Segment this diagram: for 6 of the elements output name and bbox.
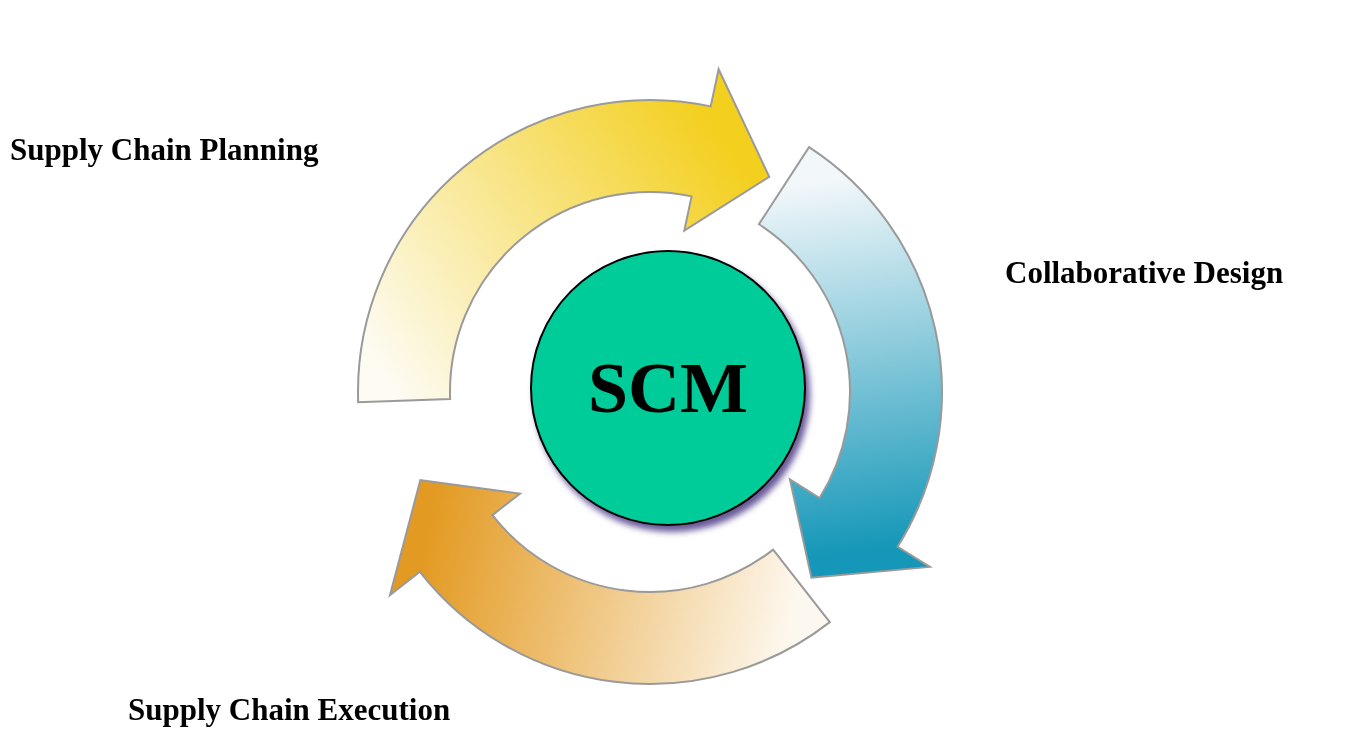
curved-arrow: [757, 146, 943, 579]
arrow-caption: Supply Chain Execution: [128, 692, 451, 728]
arrow-caption: Collaborative Design: [1005, 255, 1284, 291]
hub-label: SCM: [588, 346, 748, 430]
curved-arrow: [388, 479, 831, 685]
arrow-caption: Supply Chain Planning: [10, 132, 319, 168]
